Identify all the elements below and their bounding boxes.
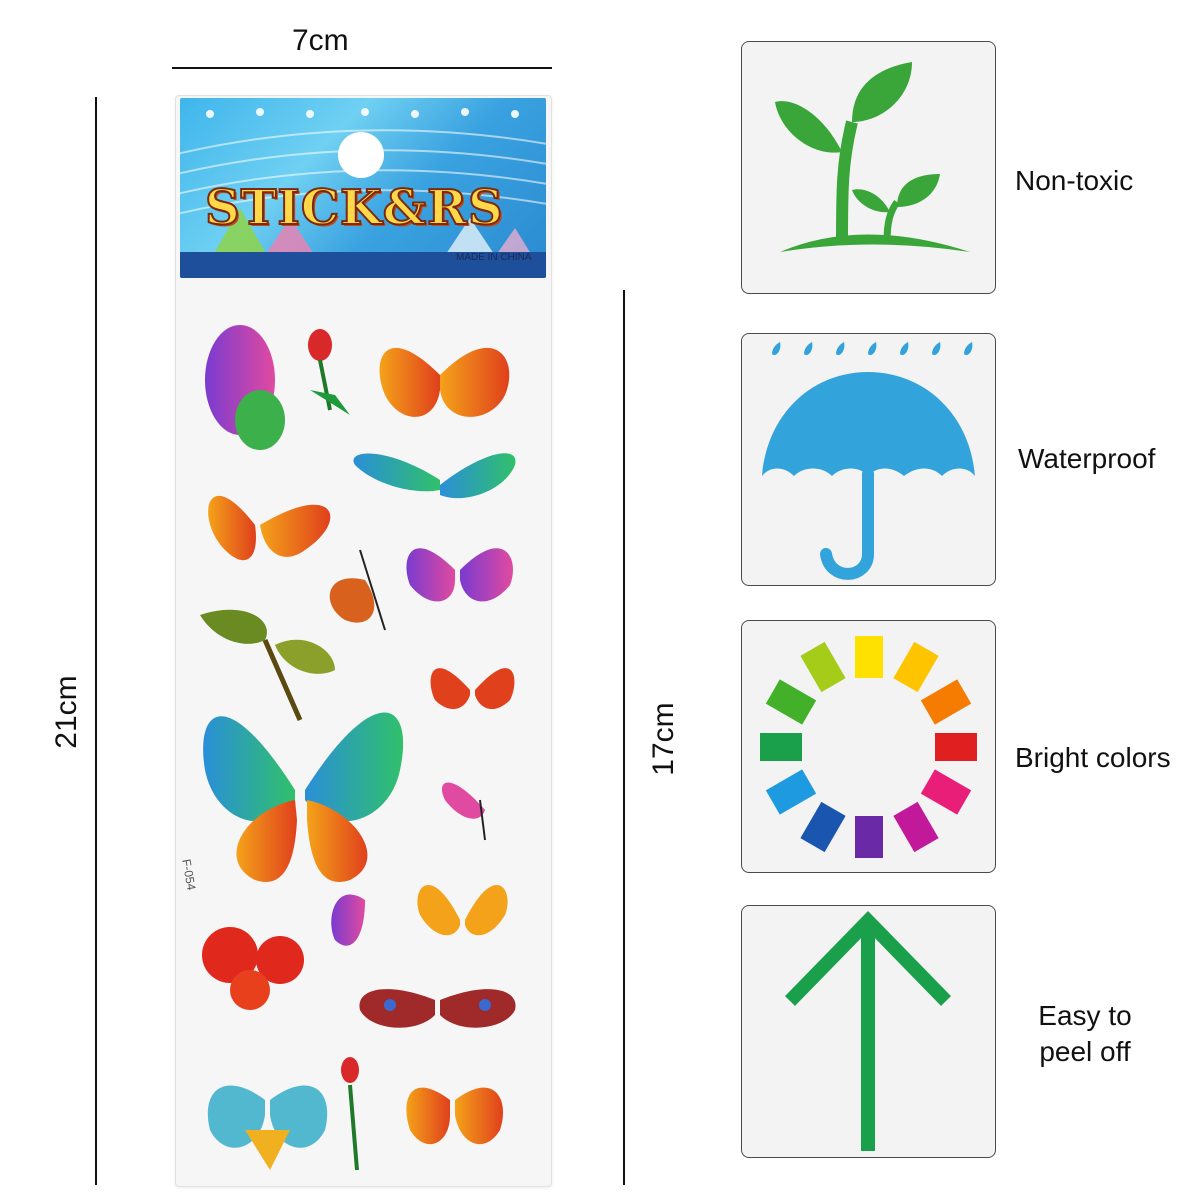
butterfly-sticker (329, 549, 386, 631)
sticker-area-dimension-line (623, 290, 625, 1185)
feature-label-easy-peel-line2: peel off (1039, 1036, 1131, 1067)
butterfly-sticker (406, 548, 513, 602)
feature-panel-waterproof (741, 333, 996, 586)
feature-panel-non-toxic (741, 41, 996, 294)
height-dimension-line (95, 97, 97, 1185)
dragonfly-sticker (200, 609, 335, 722)
sheet-header-card (180, 98, 546, 278)
feature-label-non-toxic: Non-toxic (1015, 165, 1134, 196)
butterfly-sticker (441, 782, 486, 841)
umbrella-icon (762, 342, 975, 580)
arrow-up-icon (784, 910, 952, 1151)
feature-label-waterproof: Waterproof (1018, 443, 1156, 474)
butterfly-sticker (359, 989, 516, 1028)
butterfly-sticker (353, 453, 516, 499)
header-bottom-band (180, 252, 546, 278)
butterfly-stickers (200, 325, 516, 1171)
sticker-area-dimension-label: 17cm (647, 702, 680, 776)
feature-panel-bright-colors (741, 620, 996, 873)
tulip-sticker (341, 1057, 359, 1171)
feature-label-bright-colors: Bright colors (1015, 742, 1171, 773)
butterfly-sticker (207, 1085, 328, 1170)
width-dimension-label: 7cm (292, 24, 349, 57)
butterfly-sticker (417, 884, 508, 936)
butterfly-sticker (379, 347, 510, 417)
feature-label-easy-peel-line1: Easy to (1038, 1000, 1132, 1031)
flower-sticker (202, 927, 304, 1010)
width-dimension-line (172, 67, 552, 69)
butterfly-sticker (331, 894, 365, 946)
feature-panel-easy-peel (741, 905, 996, 1158)
sheet-title: STICK&RS (204, 179, 504, 237)
made-in-label: MADE IN CHINA (456, 252, 532, 263)
sprout-icon (775, 62, 970, 252)
butterfly-sticker (208, 495, 331, 561)
butterfly-sticker (203, 712, 404, 882)
butterfly-sticker (430, 668, 515, 710)
hang-hole (338, 132, 384, 178)
feature-label-easy-peel: Easy to peel off (1005, 998, 1165, 1070)
tulip-sticker (308, 329, 350, 415)
butterfly-sticker (406, 1087, 503, 1145)
butterfly-sticker (205, 325, 285, 450)
color-wheel-icon (760, 636, 977, 858)
height-dimension-label: 21cm (50, 675, 83, 749)
